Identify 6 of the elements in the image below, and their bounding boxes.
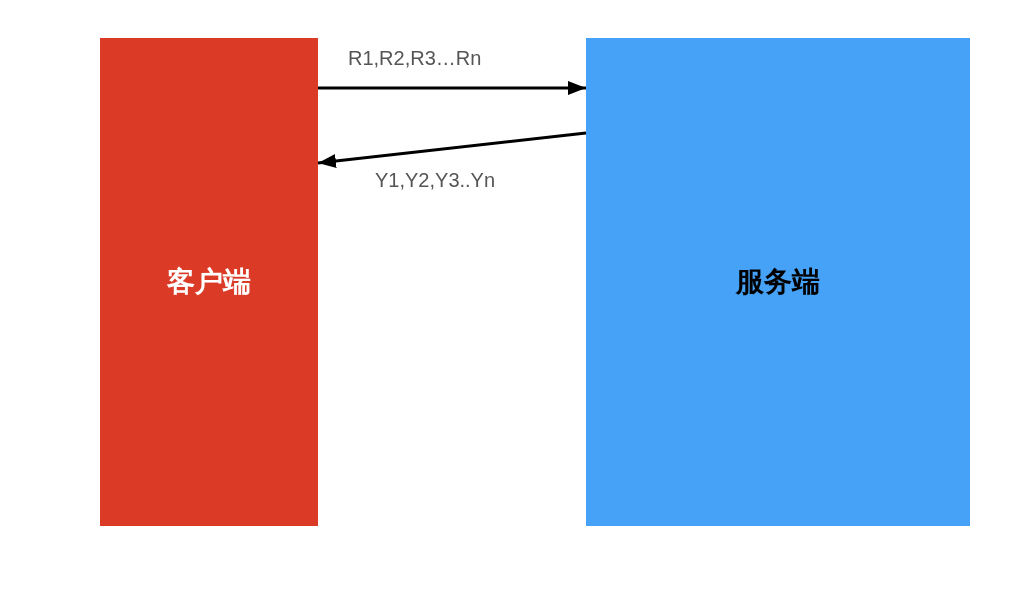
arrow [317, 131, 587, 168]
arrow [318, 81, 586, 95]
node-label: 客户端 [167, 265, 251, 299]
node-label: 服务端 [736, 265, 820, 299]
server-box [586, 38, 970, 526]
client-box [100, 38, 318, 526]
